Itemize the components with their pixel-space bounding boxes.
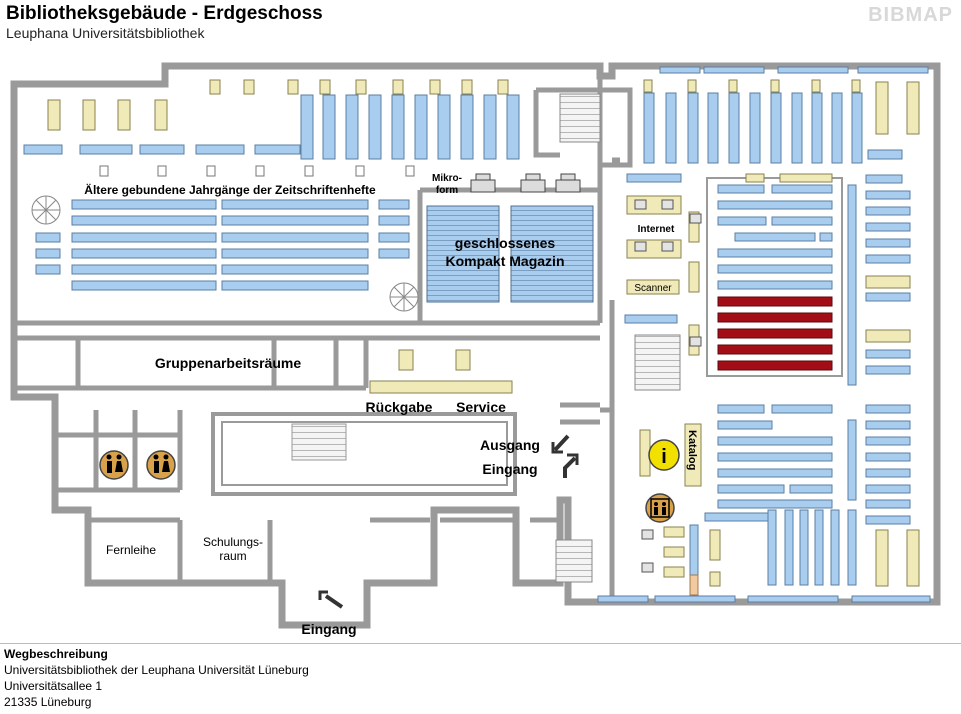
address-line: 21335 Lüneburg (4, 695, 92, 709)
west-tables (47, 79, 513, 394)
floor-plan[interactable]: i Ältere gebundene Jahrgänge der Zeitsch… (0, 50, 961, 640)
scanner-label: Scanner (634, 283, 672, 294)
group-room-walls (14, 338, 369, 391)
periodicals-label: Ältere gebundene Jahrgänge der Zeitschri… (84, 182, 376, 197)
catalog-box (684, 423, 702, 487)
main-entrance-label: Eingang (301, 621, 356, 637)
elevator-icon (645, 493, 675, 523)
atrium-stairs (291, 423, 347, 461)
service-label: Service (456, 399, 506, 415)
brand-logo: BIBMAP (868, 4, 953, 26)
internet-label: Internet (638, 224, 675, 235)
address-line: Universitätsbibliothek der Leuphana Univ… (4, 663, 309, 677)
directions-heading: Wegbeschreibung (4, 647, 108, 661)
east-shelving-horizontal (597, 173, 931, 603)
interlibrary-loan-label: Fernleihe (106, 543, 156, 557)
computer-icon (634, 199, 702, 573)
entrance-label: Eingang (482, 461, 537, 477)
staircase-icon (555, 539, 593, 583)
restroom-walls (55, 410, 183, 493)
svg-text:i: i (661, 446, 667, 468)
page-subtitle: Leuphana Universitätsbibliothek (6, 25, 205, 41)
magazine-label: geschlossenes (455, 235, 556, 251)
staircase-icon (559, 93, 601, 143)
catalog-label: Katalog (686, 430, 698, 470)
reserved-area-border (706, 177, 843, 377)
restroom-icon (146, 450, 176, 480)
spiral-staircase-icon (31, 195, 61, 225)
east-inner-walls (560, 402, 612, 425)
exit-label: Ausgang (480, 437, 540, 453)
compact-magazine-right (510, 205, 594, 303)
microform-label: Mikro- (432, 173, 462, 184)
east-tables-top (643, 79, 920, 135)
return-label: Rückgabe (366, 399, 433, 415)
directions-footer: Wegbeschreibung Universitätsbibliothek d… (0, 643, 961, 714)
info-icon[interactable]: i (648, 439, 680, 471)
training-room-label: raum (219, 549, 246, 563)
arrow-icon (318, 434, 579, 609)
south-room-walls (88, 517, 560, 583)
east-shelving-vertical (643, 66, 929, 164)
microform-label: form (436, 185, 458, 196)
west-small-squares (99, 165, 415, 177)
page-title: Bibliotheksgebäude - Erdgeschoss (6, 3, 323, 24)
stair-block-wall (533, 87, 633, 168)
header: Bibliotheksgebäude - Erdgeschoss Leuphan… (0, 0, 961, 46)
address-line: Universitätsallee 1 (4, 679, 103, 693)
compact-magazine-left (426, 205, 500, 303)
staircase-icon (634, 334, 681, 391)
printer-icon (470, 173, 581, 193)
scanner-box (626, 279, 680, 295)
training-room-label: Schulungs- (203, 535, 263, 549)
reserved-shelves (717, 296, 833, 371)
outer-wall (10, 62, 941, 629)
spiral-staircase-icon (389, 282, 419, 312)
walls (10, 62, 941, 629)
restroom-icon (99, 450, 129, 480)
orange-shelf (689, 574, 699, 596)
magazine-label: Kompakt Magazin (445, 253, 564, 269)
group-rooms-label: Gruppenarbeitsräume (155, 355, 301, 371)
wall-details (14, 76, 633, 602)
west-shelving (23, 94, 678, 324)
